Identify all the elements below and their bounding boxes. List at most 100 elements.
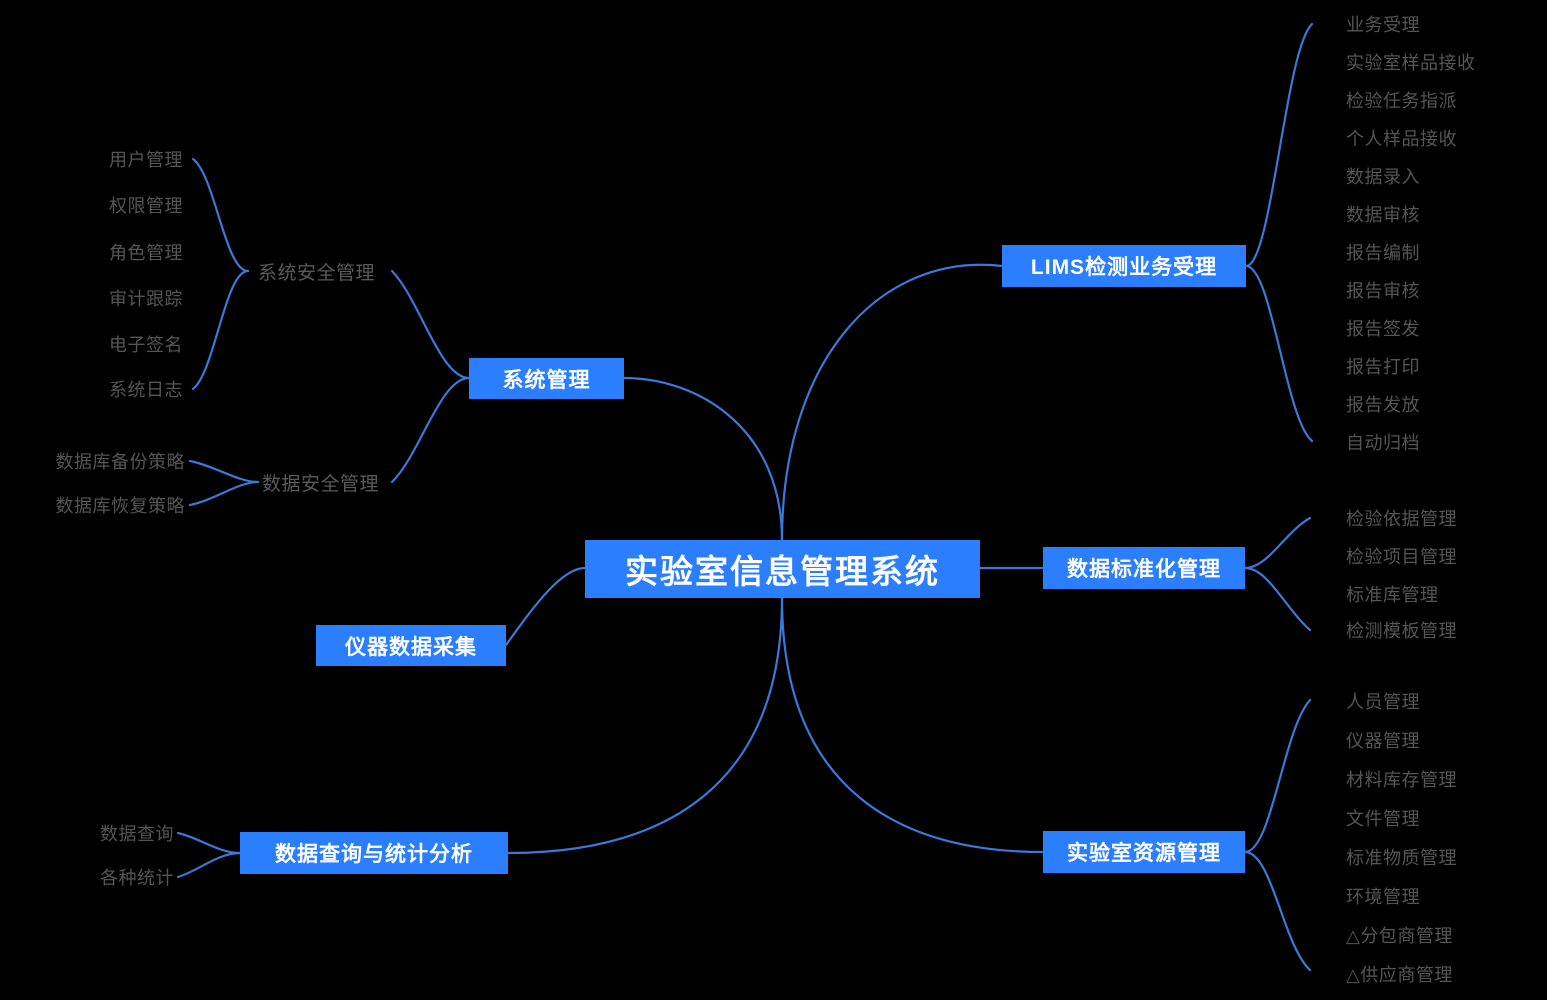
edge-system-to-datasecurity — [390, 376, 471, 484]
leaf-report-review[interactable]: 报告审核 — [1346, 276, 1546, 304]
leaf-inspection-basis-management[interactable]: 检验依据管理 — [1346, 504, 1546, 532]
leaf-auto-archiving-label: 自动归档 — [1346, 433, 1420, 453]
leaf-report-review-label: 报告审核 — [1346, 281, 1420, 301]
subnode-data-security[interactable]: 数据安全管理 — [262, 468, 402, 496]
edge-standardization-to-leaf-3 — [1243, 566, 1312, 632]
leaf-document-management[interactable]: 文件管理 — [1346, 804, 1546, 832]
leaf-standard-library-management[interactable]: 标准库管理 — [1346, 580, 1546, 608]
root-node-label: 实验室信息管理系统 — [625, 553, 940, 590]
leaf-report-distribution[interactable]: 报告发放 — [1346, 390, 1546, 418]
leaf-inspection-task-assignment[interactable]: 检验任务指派 — [1346, 86, 1546, 114]
leaf-report-issuance[interactable]: 报告签发 — [1346, 314, 1546, 342]
leaf-role-management-label: 角色管理 — [109, 243, 183, 263]
leaf-user-management[interactable]: 用户管理 — [53, 145, 183, 173]
leaf-business-acceptance[interactable]: 业务受理 — [1346, 10, 1546, 38]
subnode-system-security-label: 系统安全管理 — [258, 262, 376, 284]
leaf-material-inventory-management-label: 材料库存管理 — [1346, 770, 1457, 790]
leaf-db-restore-policy-label: 数据库恢复策略 — [55, 496, 185, 516]
leaf-db-backup-policy-label: 数据库备份策略 — [55, 452, 185, 472]
leaf-subcontractor-management[interactable]: △分包商管理 — [1346, 921, 1546, 949]
branch-lims-business[interactable]: LIMS检测业务受理 — [1002, 245, 1246, 287]
leaf-audit-trail[interactable]: 审计跟踪 — [53, 284, 183, 312]
branch-instrument-data-collection[interactable]: 仪器数据采集 — [316, 625, 506, 666]
leaf-user-management-label: 用户管理 — [109, 150, 183, 170]
leaf-subcontractor-management-label: △分包商管理 — [1346, 926, 1453, 946]
leaf-system-log[interactable]: 系统日志 — [53, 375, 183, 403]
leaf-role-management[interactable]: 角色管理 — [53, 238, 183, 266]
leaf-data-query[interactable]: 数据查询 — [60, 819, 174, 847]
edge-security-to-leaf-5 — [191, 269, 250, 391]
leaf-audit-trail-label: 审计跟踪 — [109, 289, 183, 309]
edge-query-to-leaf-1 — [176, 851, 242, 879]
branch-instrument-data-collection-label: 仪器数据采集 — [345, 635, 477, 659]
leaf-supplier-management[interactable]: △供应商管理 — [1346, 960, 1546, 988]
leaf-data-entry[interactable]: 数据录入 — [1346, 162, 1546, 190]
leaf-various-statistics-label: 各种统计 — [100, 868, 174, 888]
leaf-personnel-management-label: 人员管理 — [1346, 692, 1420, 712]
leaf-environment-management[interactable]: 环境管理 — [1346, 882, 1546, 910]
leaf-electronic-signature-label: 电子签名 — [109, 335, 183, 355]
leaf-instrument-management[interactable]: 仪器管理 — [1346, 726, 1546, 754]
edge-datasecurity-to-leaf-1 — [188, 480, 260, 507]
leaf-data-review-label: 数据审核 — [1346, 205, 1420, 225]
edge-resources-to-leaf-0 — [1243, 698, 1312, 854]
leaf-report-printing[interactable]: 报告打印 — [1346, 352, 1546, 380]
leaf-inspection-item-management-label: 检验项目管理 — [1346, 547, 1457, 567]
branch-lims-business-label: LIMS检测业务受理 — [1030, 256, 1218, 279]
leaf-test-template-management[interactable]: 检测模板管理 — [1346, 616, 1546, 644]
leaf-reference-material-management-label: 标准物质管理 — [1346, 848, 1457, 868]
leaf-lab-sample-receipt-label: 实验室样品接收 — [1346, 53, 1476, 73]
edge-root-to-system — [622, 376, 784, 542]
leaf-data-query-label: 数据查询 — [100, 824, 174, 844]
edge-query-to-leaf-0 — [176, 831, 242, 855]
branch-lab-resources[interactable]: 实验室资源管理 — [1043, 831, 1245, 873]
leaf-permission-management[interactable]: 权限管理 — [53, 191, 183, 219]
leaf-test-template-management-label: 检测模板管理 — [1346, 621, 1457, 641]
edge-lims-to-leaf-11 — [1244, 264, 1314, 443]
leaf-db-restore-policy[interactable]: 数据库恢复策略 — [10, 491, 185, 519]
subnode-data-security-label: 数据安全管理 — [262, 473, 380, 495]
branch-data-standardization[interactable]: 数据标准化管理 — [1043, 547, 1245, 589]
leaf-document-management-label: 文件管理 — [1346, 809, 1420, 829]
leaf-personal-sample-receipt[interactable]: 个人样品接收 — [1346, 124, 1546, 152]
edge-system-to-security — [390, 269, 471, 380]
leaf-permission-management-label: 权限管理 — [109, 196, 183, 216]
leaf-inspection-task-assignment-label: 检验任务指派 — [1346, 91, 1457, 111]
leaf-material-inventory-management[interactable]: 材料库存管理 — [1346, 765, 1546, 793]
edge-root-to-instrument — [504, 566, 587, 647]
leaf-electronic-signature[interactable]: 电子签名 — [53, 330, 183, 358]
leaf-inspection-item-management[interactable]: 检验项目管理 — [1346, 542, 1546, 570]
leaf-lab-sample-receipt[interactable]: 实验室样品接收 — [1346, 48, 1546, 76]
branch-query-statistics-label: 数据查询与统计分析 — [275, 843, 473, 866]
leaf-db-backup-policy[interactable]: 数据库备份策略 — [10, 447, 185, 475]
leaf-various-statistics[interactable]: 各种统计 — [60, 863, 174, 891]
leaf-report-printing-label: 报告打印 — [1346, 357, 1420, 377]
leaf-auto-archiving[interactable]: 自动归档 — [1346, 428, 1546, 456]
leaf-personnel-management[interactable]: 人员管理 — [1346, 687, 1546, 715]
branch-system-management[interactable]: 系统管理 — [469, 358, 624, 399]
branch-data-standardization-label: 数据标准化管理 — [1067, 558, 1221, 581]
edge-resources-to-leaf-7 — [1243, 850, 1312, 972]
leaf-personal-sample-receipt-label: 个人样品接收 — [1346, 129, 1457, 149]
leaf-supplier-management-label: △供应商管理 — [1346, 965, 1453, 985]
root-node[interactable]: 实验室信息管理系统 — [585, 540, 980, 598]
leaf-standard-library-management-label: 标准库管理 — [1346, 585, 1439, 605]
branch-system-management-label: 系统管理 — [502, 368, 591, 392]
edge-root-to-query — [506, 596, 784, 855]
leaf-report-preparation[interactable]: 报告编制 — [1346, 238, 1546, 266]
leaf-inspection-basis-management-label: 检验依据管理 — [1346, 509, 1457, 529]
edge-security-to-leaf-0 — [191, 157, 250, 273]
leaf-reference-material-management[interactable]: 标准物质管理 — [1346, 843, 1546, 871]
leaf-environment-management-label: 环境管理 — [1346, 887, 1420, 907]
leaf-data-review[interactable]: 数据审核 — [1346, 200, 1546, 228]
edge-datasecurity-to-leaf-0 — [188, 459, 260, 484]
edge-root-to-resources — [780, 596, 1045, 854]
leaf-report-issuance-label: 报告签发 — [1346, 319, 1420, 339]
branch-query-statistics[interactable]: 数据查询与统计分析 — [240, 832, 508, 874]
leaf-business-acceptance-label: 业务受理 — [1346, 15, 1420, 35]
leaf-instrument-management-label: 仪器管理 — [1346, 731, 1420, 751]
leaf-data-entry-label: 数据录入 — [1346, 167, 1420, 187]
edge-lims-to-leaf-0 — [1244, 22, 1314, 268]
subnode-system-security[interactable]: 系统安全管理 — [258, 257, 398, 285]
